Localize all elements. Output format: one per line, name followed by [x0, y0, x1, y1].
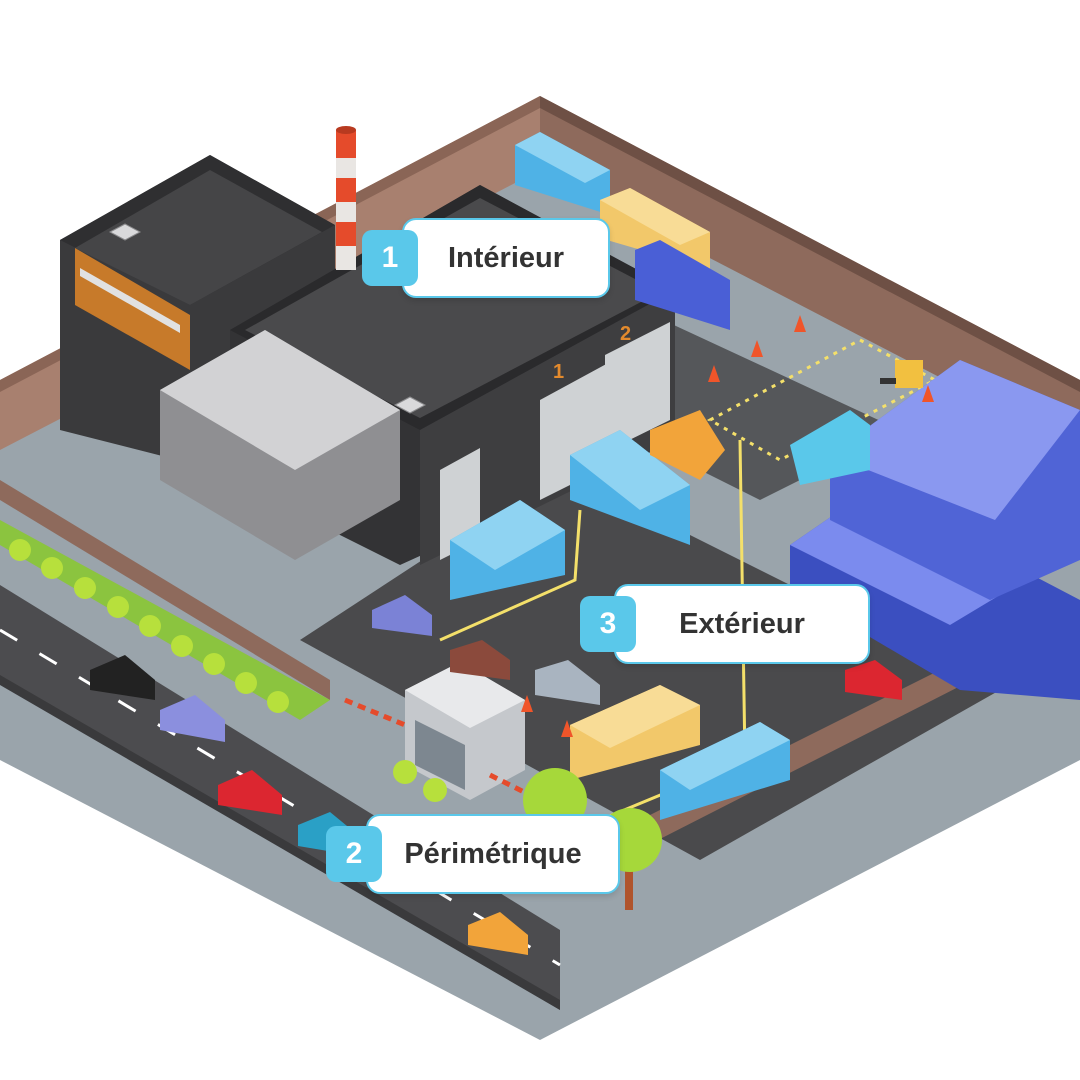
callout-label-box: Périmétrique	[366, 814, 620, 894]
dock-number-2: 2	[620, 323, 631, 345]
callout-label-box: Extérieur	[614, 584, 870, 664]
blue-warehouse	[790, 360, 1080, 700]
callout-label: Périmétrique	[404, 837, 582, 870]
callout-number-badge: 1	[362, 230, 418, 286]
callout-label: Intérieur	[447, 241, 565, 274]
callout-number-badge: 2	[326, 826, 382, 882]
vent-fan-icon	[108, 223, 427, 414]
green-strip	[0, 520, 330, 720]
dock-number-1: 1	[553, 361, 564, 383]
callout-perimetrique: Périmétrique 2	[326, 814, 620, 894]
trucks	[450, 410, 870, 820]
security-booth	[405, 662, 525, 800]
callout-label-box: Intérieur	[402, 218, 610, 298]
hedge-bushes	[9, 539, 289, 713]
traffic-cone-icon	[521, 315, 934, 737]
callout-label: Extérieur	[679, 607, 805, 640]
callout-exterieur: Extérieur 3	[580, 584, 870, 664]
chimney-icon	[336, 126, 356, 270]
front-wall	[0, 480, 330, 700]
callout-number-badge: 3	[580, 596, 636, 652]
callout-interieur: Intérieur 1	[362, 218, 610, 298]
forklift-icon	[880, 360, 923, 388]
shipping-containers	[515, 132, 730, 330]
